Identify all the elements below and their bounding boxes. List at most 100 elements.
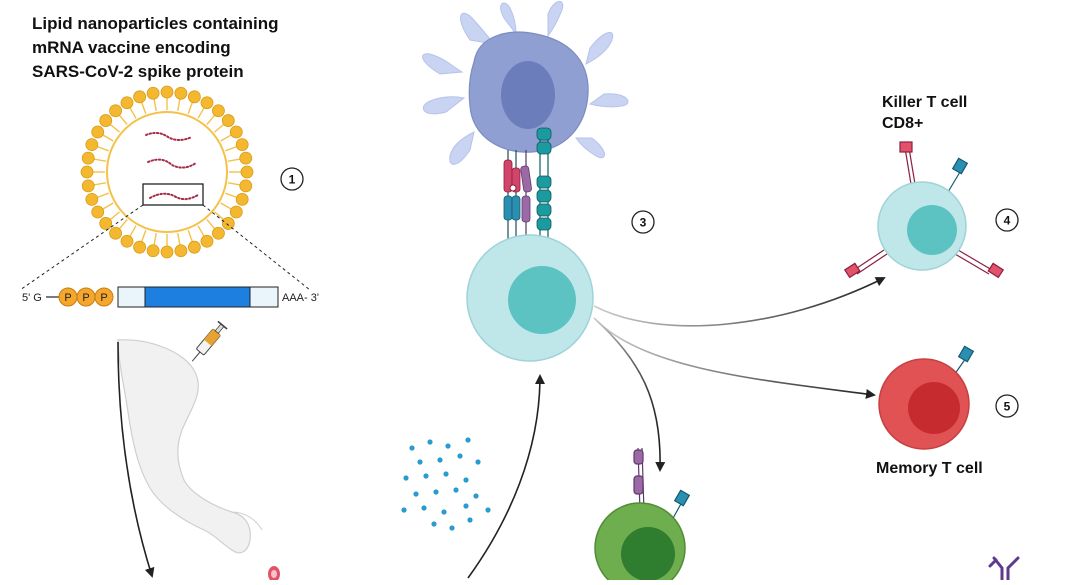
lipid-head [235, 192, 249, 206]
lipid-tail [153, 98, 157, 112]
particle-dot [453, 487, 459, 493]
lnp-title-line-2: mRNA vaccine encoding [32, 38, 231, 57]
arrow-to-memory-t-cell [597, 321, 876, 399]
zoom-line-right [202, 204, 311, 291]
lipid-tail [128, 225, 137, 238]
lipid-tail [101, 202, 114, 211]
particle-dot [443, 471, 449, 477]
lipid-tail [96, 192, 109, 199]
lipid-head [235, 138, 249, 152]
lipid-head [239, 151, 253, 165]
lipid-head [91, 205, 105, 219]
phosphate-letter-2: P [82, 292, 89, 304]
lipid-head [160, 85, 174, 99]
lipid-tail [153, 232, 157, 246]
particle-dot [463, 477, 469, 483]
mrna-strand-1 [145, 131, 193, 141]
lipid-head [174, 244, 188, 258]
naive-t-cell [466, 234, 594, 362]
lipid-head [187, 90, 201, 104]
lipid-tail [214, 211, 225, 221]
lipid-head [91, 125, 105, 139]
particle-dot [413, 491, 419, 497]
particle-dot [427, 439, 433, 445]
lipid-head [85, 138, 99, 152]
lipid-tail [101, 133, 114, 142]
lipid-tail [109, 211, 120, 221]
particle-dot [433, 489, 439, 495]
lipid-head [81, 179, 95, 193]
mhc-tcr-complexes [503, 127, 552, 250]
lipid-head [109, 104, 122, 118]
lipid-tail [206, 114, 216, 125]
mrna-strand-2 [147, 158, 197, 169]
lipid-head [146, 244, 160, 258]
particle-dot [485, 507, 491, 513]
mrna-strand-3 [149, 192, 199, 201]
lipid-tail [227, 182, 241, 186]
lipid-tail [225, 145, 238, 152]
particle-dot [475, 459, 481, 465]
lipid-head [174, 86, 188, 100]
particle-dot [409, 445, 415, 451]
lipid-tail [118, 114, 128, 125]
lipid-head [160, 245, 174, 259]
particle-dot [445, 443, 451, 449]
arm-illustration [117, 339, 263, 554]
arrow-to-killer-t-cell [593, 277, 886, 327]
lipid-nanoparticle [19, 85, 311, 291]
particle-dot [465, 437, 471, 443]
lipid-tail [220, 202, 233, 211]
lipid-head [146, 86, 160, 100]
lipid-tail [187, 101, 194, 114]
zoom-line-left [19, 204, 144, 291]
lipid-head [133, 240, 147, 254]
lipid-head [221, 217, 235, 230]
particle-dot [473, 493, 479, 499]
lipid-head [81, 151, 95, 165]
antibody-icon [988, 556, 1020, 582]
killer-t-cell-label-line-1: Killer T cell [882, 94, 968, 111]
svg-text:1: 1 [289, 173, 296, 187]
small-cell-icon [268, 566, 280, 582]
phosphate-letter-1: P [64, 292, 71, 304]
lipid-tail [220, 133, 233, 142]
svg-text:4: 4 [1004, 214, 1011, 228]
lipid-tail [128, 106, 137, 119]
lipid-head [120, 234, 134, 248]
lipid-head [109, 226, 122, 240]
particle-dot [463, 503, 469, 509]
killer-t-cell [843, 141, 1005, 279]
particle-dot [403, 475, 409, 481]
memory-t-cell [878, 345, 975, 450]
lipid-head [221, 114, 235, 127]
particle-dot [457, 453, 463, 459]
step-5-badge: 5 [995, 394, 1019, 418]
arrow-injection-down [117, 341, 155, 578]
cytokine-particles [401, 437, 491, 531]
particle-dot [441, 509, 447, 515]
mrna-strands [145, 131, 199, 201]
lipid-tail [140, 101, 147, 114]
lipid-tail [197, 106, 206, 119]
lipid-head [239, 179, 253, 193]
particle-dot [437, 457, 443, 463]
lipid-head [80, 165, 94, 179]
particle-dot [417, 459, 423, 465]
particle-dot [401, 507, 407, 513]
lipid-head [200, 96, 214, 110]
mrna-construct: 5' G P P P AAA- 3' [22, 286, 319, 308]
lipid-head [212, 104, 225, 118]
lnp-lipid-heads [80, 85, 254, 259]
memory-t-cell-label: Memory T cell [876, 460, 983, 477]
particle-dot [467, 517, 473, 523]
lipid-head [212, 226, 225, 240]
lipid-head [240, 165, 254, 179]
lipid-head [85, 192, 99, 206]
lnp-title-line-3: SARS-CoV-2 spike protein [32, 62, 244, 81]
three-prime-label: AAA- 3' [282, 292, 319, 304]
lipid-head [229, 205, 243, 219]
lipid-tail [140, 230, 147, 243]
particle-dot [421, 505, 427, 511]
